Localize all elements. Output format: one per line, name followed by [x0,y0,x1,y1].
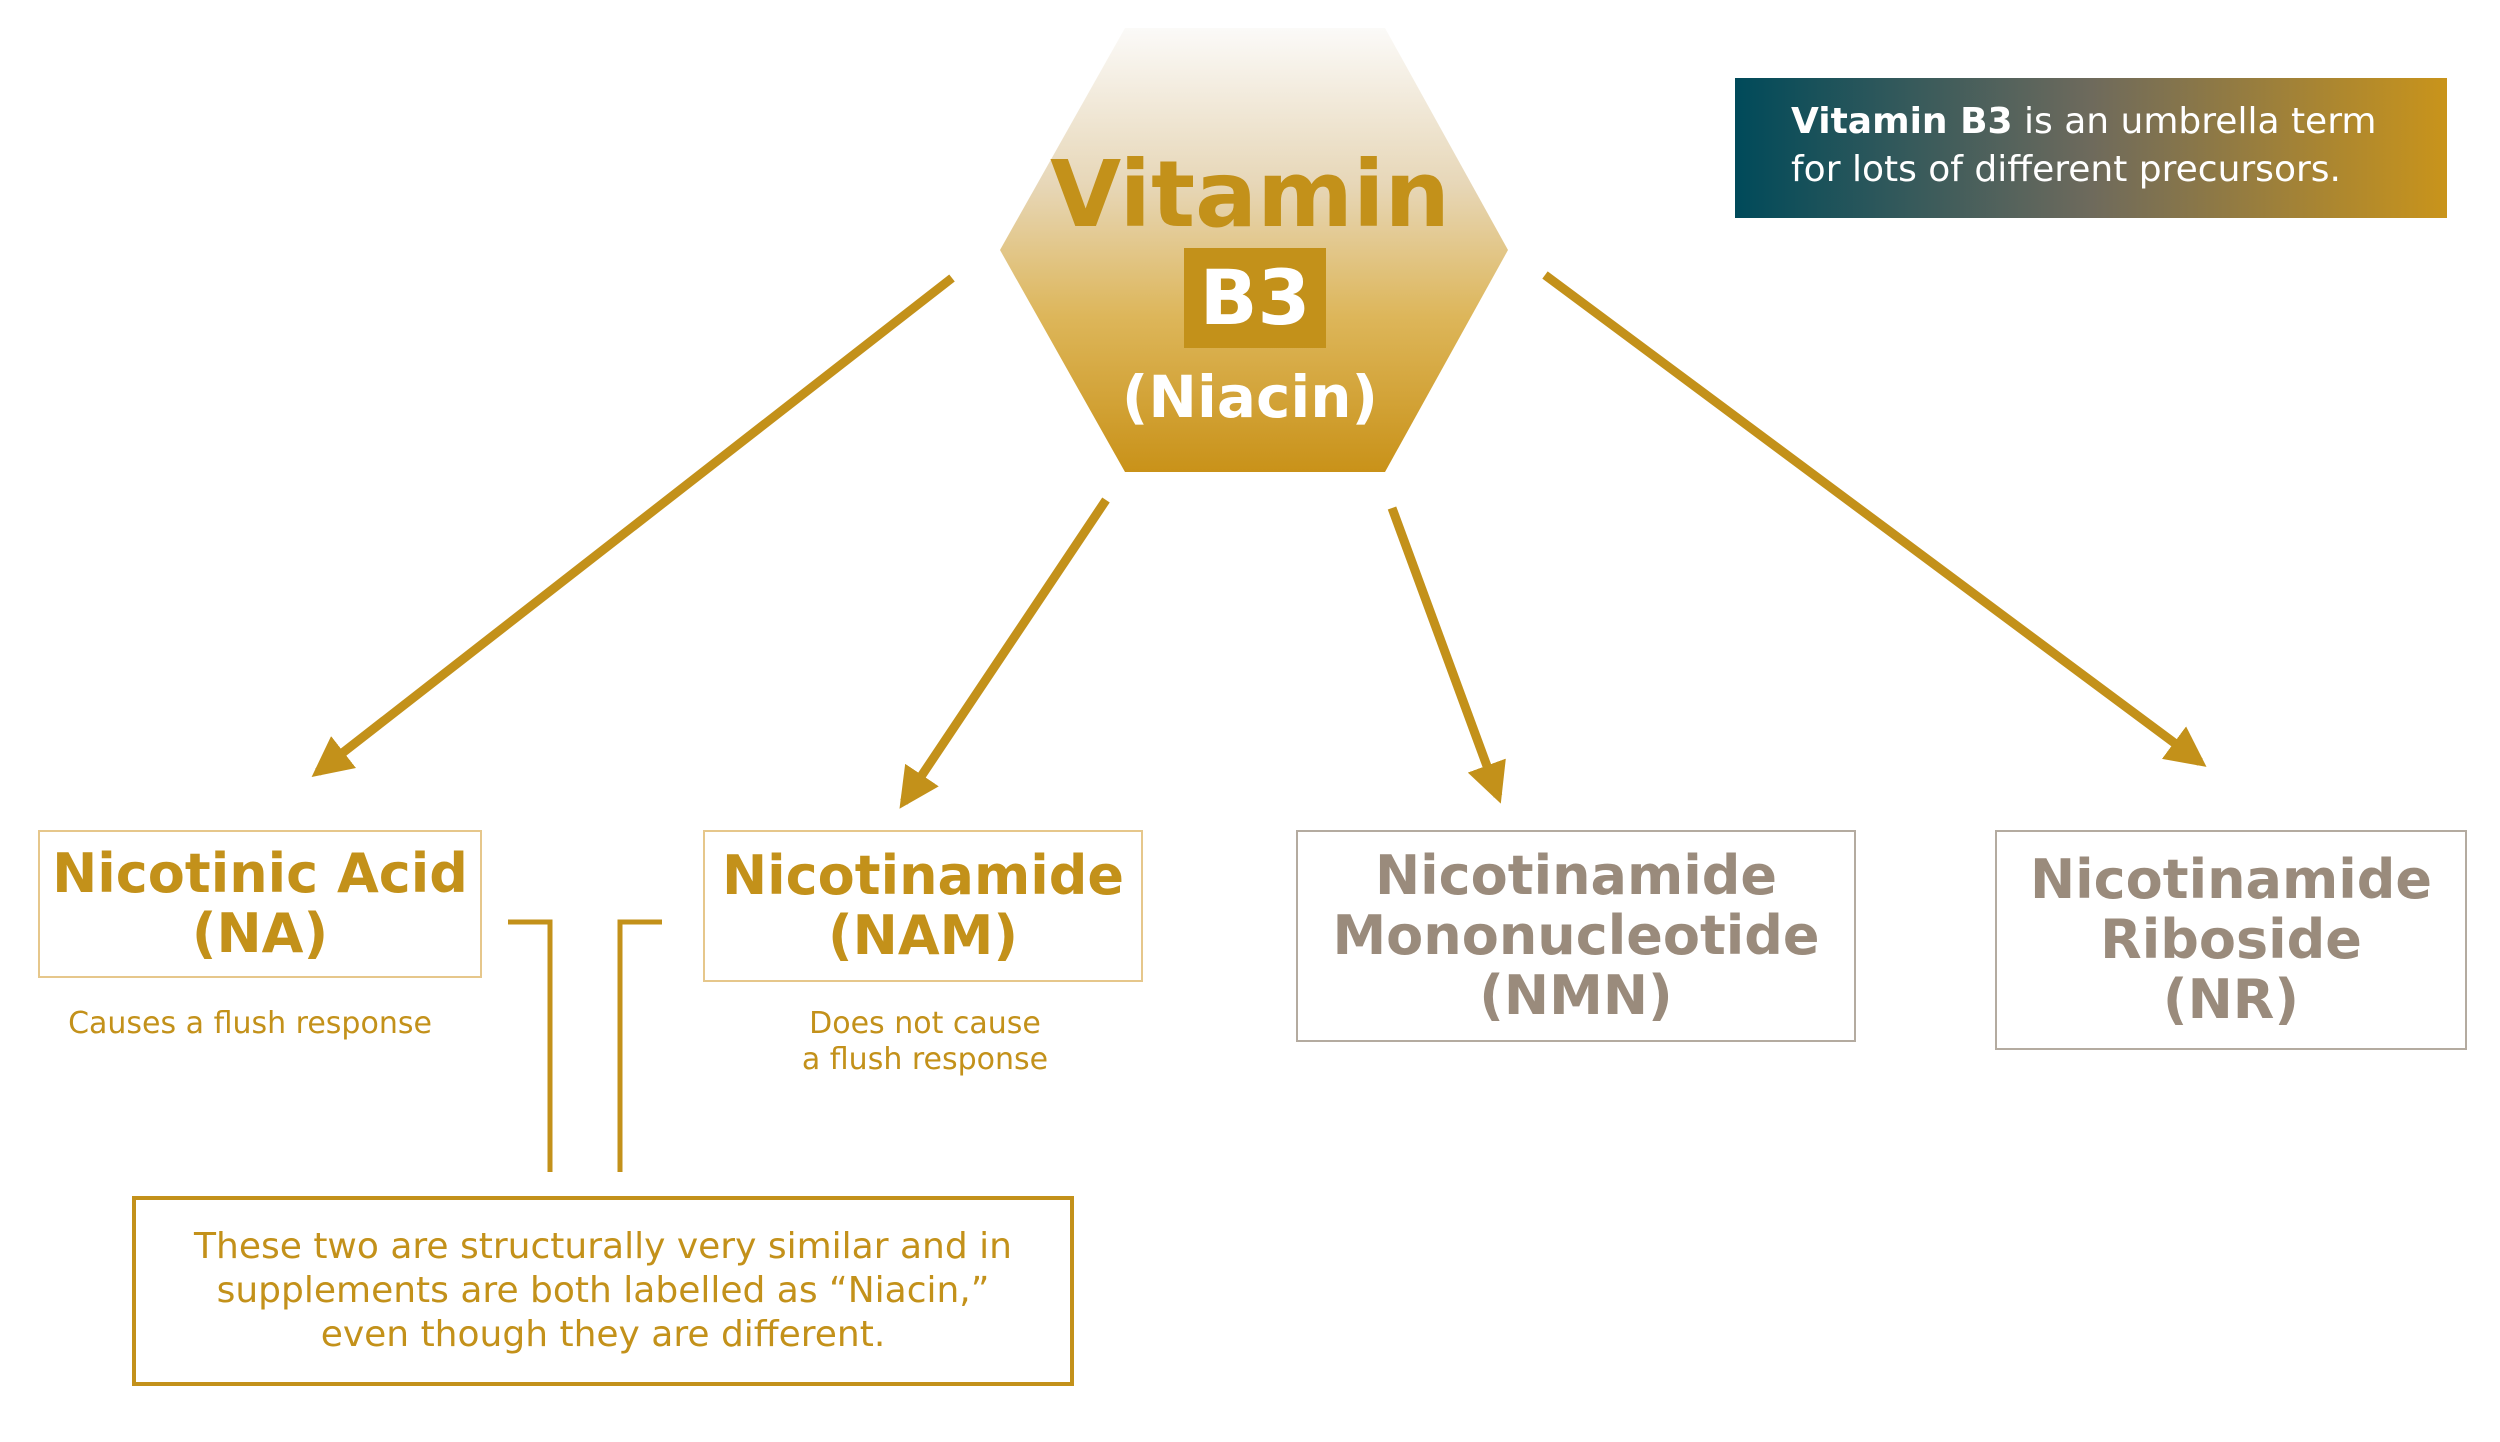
bracket-left [508,919,553,1172]
node-abbrev: (NAM) [827,904,1019,967]
note-line2: for lots of different precursors. [1791,149,2341,190]
similarity-line-1: These two are structurally very similar … [194,1226,1012,1267]
bracket-right [617,919,662,1172]
node-abbrev: (NMN) [1479,964,1673,1027]
caption-line: Causes a flush response [68,1006,432,1041]
node-label: Nicotinamide [2029,848,2433,911]
node-label: Nicotinic Acid [52,842,468,905]
arrow-to-nmn [1387,506,1506,804]
node-label-2: Mononucleotide [1332,904,1820,967]
node-nicotinamide-mononucleotide: Nicotinamide Mononucleotide (NMN) [1296,830,1856,1042]
node-abbrev: (NR) [2162,968,2300,1031]
node-abbrev: (NA) [191,902,329,965]
caption-nicotinic-acid: Causes a flush response [20,1006,480,1042]
node-label-2: Riboside [2100,908,2362,971]
similarity-line-2: supplements are both labelled as “Niacin… [216,1270,990,1311]
arrow-to-na [311,274,955,777]
node-label: Nicotinamide [1374,844,1778,907]
hexagon-subtitle: (Niacin) [1121,363,1379,431]
caption-line: Does not cause [809,1006,1041,1041]
similarity-line-3: even though they are different. [320,1314,886,1355]
caption-line-2: a flush response [801,1042,1049,1077]
similarity-note-box: These two are structurally very similar … [132,1196,1074,1386]
arrow-to-nam [899,497,1110,809]
hexagon-title: Vitamin [1049,141,1451,248]
note-banner: Vitamin B3 is an umbrella term for lots … [1735,78,2447,218]
node-label: Nicotinamide [721,844,1125,907]
note-line1-rest: is an umbrella term [2012,101,2377,142]
arrow-to-nr [1542,271,2207,767]
node-nicotinamide: Nicotinamide (NAM) [703,830,1143,982]
node-nicotinamide-riboside: Nicotinamide Riboside (NR) [1995,830,2467,1050]
caption-nicotinamide: Does not cause a flush response [720,1006,1130,1078]
hexagon-badge: B3 [1184,248,1326,348]
node-nicotinic-acid: Nicotinic Acid (NA) [38,830,482,978]
note-strong: Vitamin B3 [1791,101,2013,142]
